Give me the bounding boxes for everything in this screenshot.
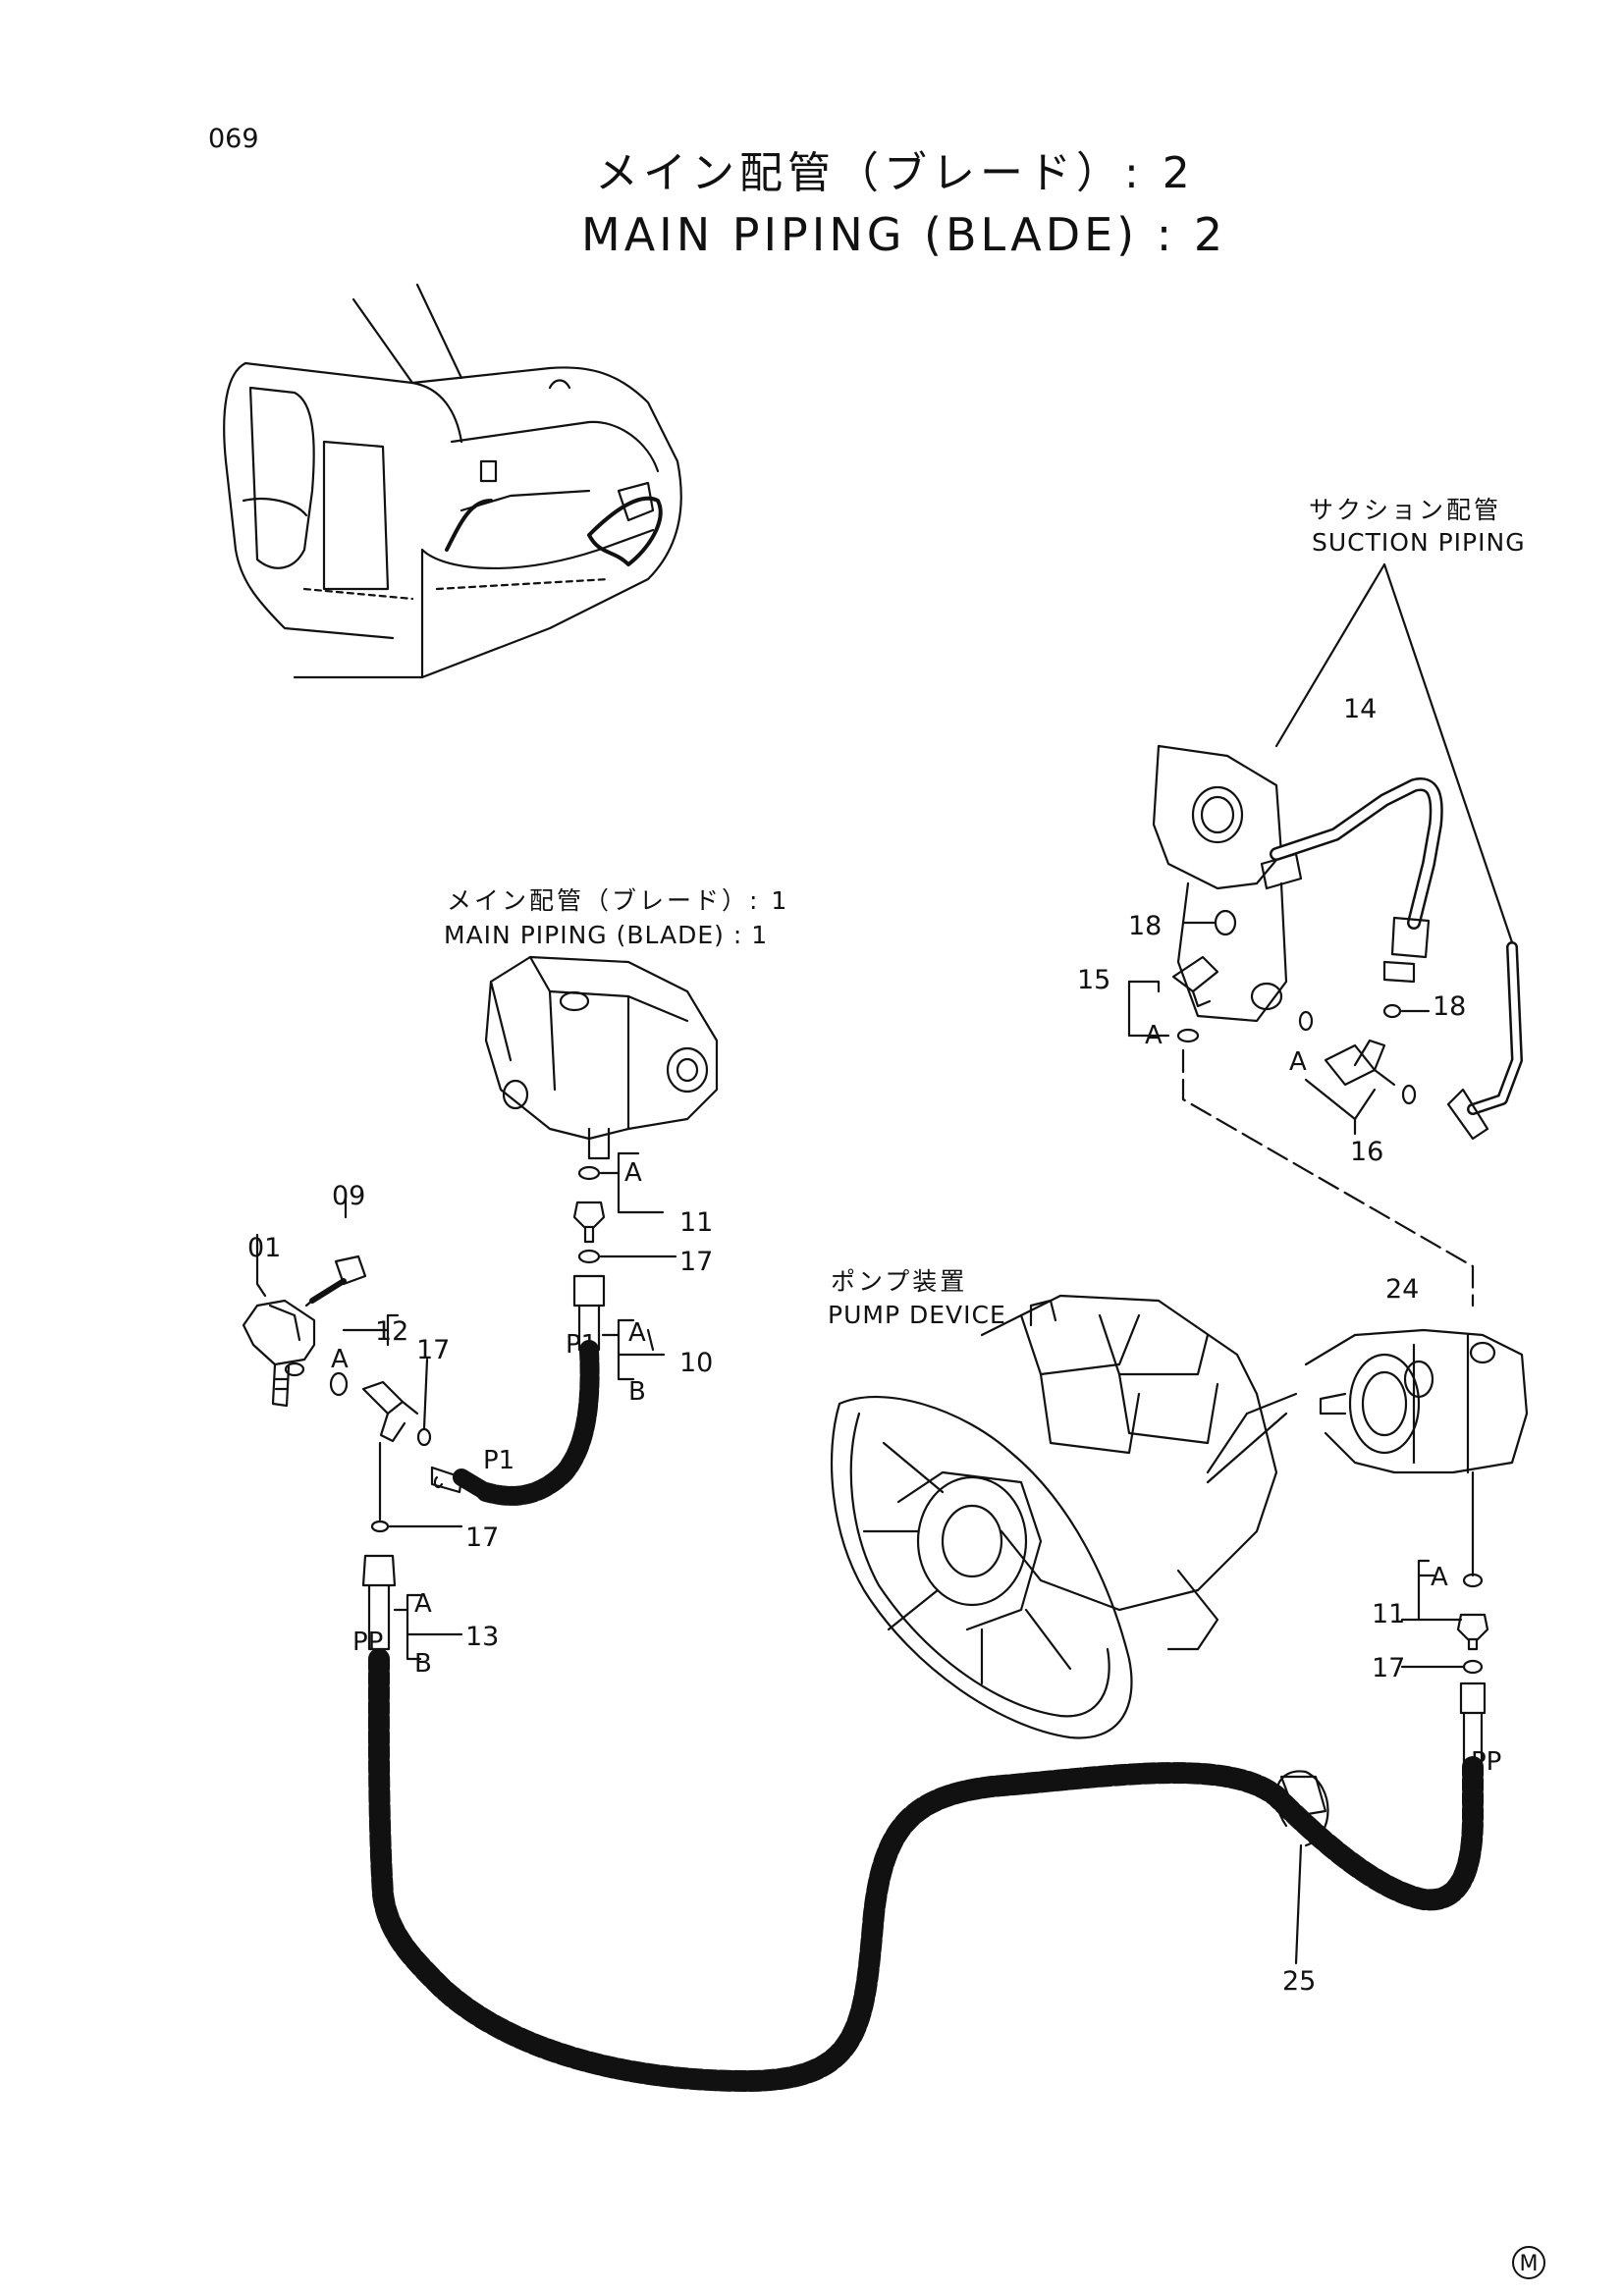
manufacturer-mark: M (1512, 2246, 1545, 2279)
leader-lines (370, 1358, 463, 1533)
pump-device-label-ja: ポンプ装置 (831, 1267, 968, 1296)
suction-piping-label-ja: サクション配管 (1309, 496, 1502, 524)
pump-device-drawing (830, 1294, 1529, 1739)
control-valve-drawing (484, 955, 719, 1160)
part-number-12: 12 (375, 1316, 409, 1347)
part-number-17: 17 (465, 1522, 500, 1553)
callout-a: A (331, 1345, 349, 1374)
part-number-11: 11 (679, 1207, 714, 1238)
adapter-assembly-drawing (242, 1191, 432, 1447)
hose-13-drawing (361, 1554, 1484, 2092)
callout-p1: P1 (483, 1446, 515, 1475)
pump-outlet-fittings-drawing (1400, 1559, 1489, 1774)
page-title-ja: メイン配管（ブレード）: 2 (595, 148, 1195, 198)
callout-a: A (1289, 1047, 1307, 1077)
part-number-16: 16 (1350, 1137, 1384, 1167)
page-title-en: MAIN PIPING (BLADE) : 2 (581, 208, 1227, 261)
callout-a: A (1431, 1563, 1448, 1592)
main-piping-1-label-ja: メイン配管（ブレード）: 1 (447, 886, 790, 915)
part-number-17: 17 (1372, 1653, 1406, 1683)
suction-piping-label-en: SUCTION PIPING (1312, 528, 1526, 557)
part-number-14: 14 (1343, 694, 1378, 724)
callout-a: A (628, 1318, 646, 1348)
callout-b: B (414, 1649, 432, 1679)
callout-a: A (414, 1589, 432, 1619)
excavator-overview-drawing (223, 283, 682, 679)
suction-piping-drawing (1127, 562, 1523, 1308)
part-number-24: 24 (1385, 1274, 1420, 1305)
part-number-25: 25 (1282, 1966, 1317, 1997)
part-number-18: 18 (1433, 991, 1467, 1022)
part-number-11: 11 (1372, 1599, 1406, 1629)
part-number-13: 13 (465, 1622, 500, 1652)
part-number-18: 18 (1128, 911, 1163, 941)
hose-10-drawing (430, 1151, 677, 1506)
callout-b: B (628, 1377, 646, 1407)
part-number-15: 15 (1077, 965, 1111, 995)
part-number-10: 10 (679, 1348, 714, 1378)
page-number: 069 (208, 124, 259, 154)
pump-device-label-en: PUMP DEVICE (828, 1301, 1006, 1329)
part-number-17: 17 (416, 1335, 451, 1365)
main-piping-1-label-en: MAIN PIPING (BLADE) : 1 (444, 921, 769, 949)
part-number-09: 09 (332, 1181, 366, 1211)
part-number-01: 01 (247, 1233, 282, 1263)
part-number-17: 17 (679, 1247, 714, 1277)
callout-a: A (624, 1158, 642, 1188)
